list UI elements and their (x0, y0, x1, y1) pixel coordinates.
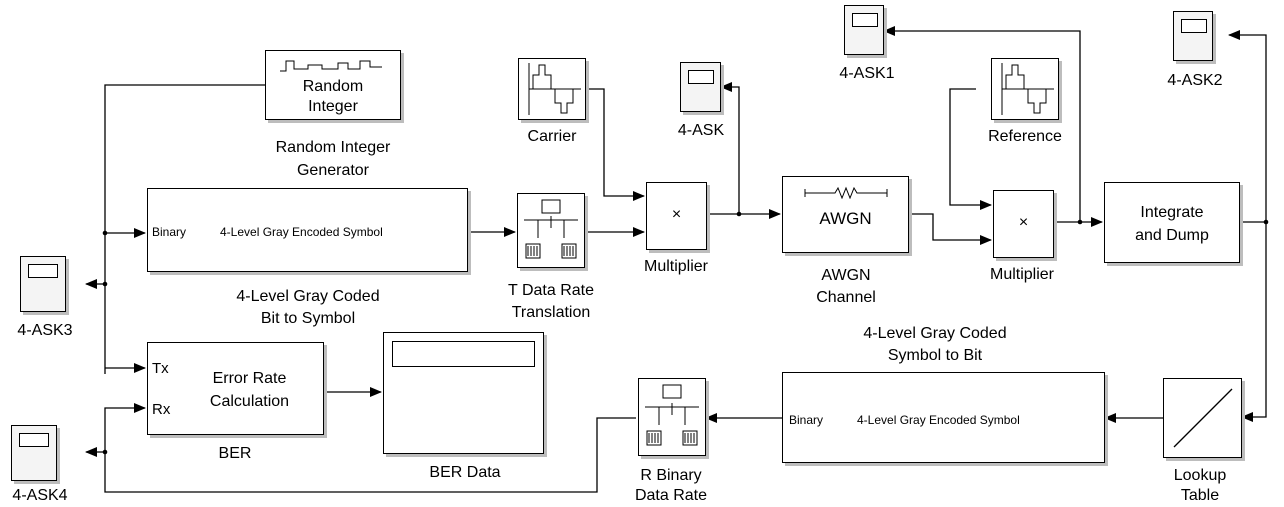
lookup-line-icon (1173, 388, 1233, 448)
ber-port-tx: Tx (152, 360, 169, 377)
scope-4ask4[interactable] (11, 425, 57, 481)
gray-decoder-block[interactable]: Binary 4-Level Gray Encoded Symbol (782, 372, 1105, 463)
multiplier2-symbol: × (1018, 214, 1029, 231)
noise-resistor-icon (804, 186, 888, 199)
random-integer-caption: Random Integer Generator (275, 139, 391, 179)
awgn-caption: AWGN Channel (816, 267, 876, 306)
ber-caption: BER (218, 445, 252, 462)
encoder-port-binary: Binary (152, 225, 187, 239)
scope-4ask1-caption: 4-ASK1 (839, 65, 895, 82)
reference-caption: Reference (988, 128, 1062, 145)
awgn-text: AWGN (819, 209, 872, 228)
gray-decoder-caption: 4-Level Gray Coded Symbol to Bit (863, 325, 1007, 364)
rate-transition-icon (524, 199, 578, 259)
multiplier2-caption: Multiplier (989, 266, 1054, 283)
multiplier1-symbol: × (671, 206, 682, 223)
scope-4ask3[interactable] (20, 256, 66, 312)
multiplier2-block[interactable]: × (993, 190, 1054, 258)
scope-screen-icon (28, 264, 58, 278)
integrate-dump-text: Integrate and Dump (1135, 204, 1209, 244)
random-integer-block[interactable]: Random Integer (265, 50, 401, 120)
t-rate-block[interactable] (517, 193, 585, 268)
scope-4ask[interactable] (680, 62, 721, 112)
random-signal-icon (280, 60, 382, 72)
scope-4ask2-caption: 4-ASK2 (1167, 72, 1223, 89)
error-rate-block[interactable]: Tx Rx Error Rate Calculation (147, 342, 324, 435)
wire-carrier-to-mult1 (586, 88, 645, 201)
multiplier1-block[interactable]: × (646, 182, 707, 250)
scope-4ask4-caption: 4-ASK4 (12, 487, 68, 504)
scope-screen-icon (1181, 19, 1207, 33)
ber-port-rx: Rx (152, 401, 171, 418)
ber-data-display[interactable] (383, 332, 544, 454)
error-rate-text: Error Rate Calculation (209, 370, 290, 410)
gray-encoder-block[interactable]: Binary 4-Level Gray Encoded Symbol (147, 188, 468, 272)
decoder-port-binary: Binary (789, 413, 824, 427)
reference-block[interactable] (991, 58, 1059, 120)
lookup-table-block[interactable] (1163, 378, 1242, 458)
display-field (392, 341, 535, 367)
sine-wave-icon (1001, 63, 1054, 115)
random-integer-text: Random Integer (302, 78, 364, 115)
scope-4ask1[interactable] (844, 5, 884, 55)
wire-ref-to-mult2 (949, 88, 992, 210)
r-rate-block[interactable] (638, 378, 706, 456)
scope-screen-icon (19, 433, 49, 447)
gray-encoder-caption: 4-Level Gray Coded Bit to Symbol (236, 288, 380, 327)
t-rate-caption: T Data Rate Translation (508, 282, 594, 321)
carrier-caption: Carrier (527, 128, 577, 145)
decoder-symbol-label: 4-Level Gray Encoded Symbol (857, 413, 1020, 427)
scope-4ask3-caption: 4-ASK3 (17, 322, 73, 339)
wire-awgn-to-mult2 (909, 213, 992, 245)
wire-rrate-to-ber-rx (104, 403, 636, 493)
scope-4ask2[interactable] (1173, 11, 1213, 61)
awgn-block[interactable]: AWGN (782, 176, 909, 253)
wire-to-4ask2 (1228, 30, 1267, 223)
sine-wave-icon (528, 63, 581, 115)
multiplier1-caption: Multiplier (643, 258, 708, 275)
carrier-block[interactable] (518, 58, 586, 120)
wire-to-lookup (1241, 222, 1267, 422)
wire-to-4ask1 (883, 26, 1081, 222)
scope-screen-icon (852, 13, 878, 27)
integrate-dump-block[interactable]: Integrate and Dump (1104, 182, 1240, 263)
lookup-table-caption: Lookup Table (1173, 467, 1227, 504)
ber-data-caption: BER Data (429, 464, 501, 481)
scope-4ask-caption: 4-ASK (677, 122, 725, 139)
wire-to-4ask (720, 82, 740, 214)
wire-random-integer-trunk (104, 84, 265, 374)
r-rate-caption: R Binary Data Rate (634, 467, 708, 504)
scope-screen-icon (688, 70, 714, 84)
encoder-symbol-label: 4-Level Gray Encoded Symbol (220, 225, 383, 239)
rate-transition-icon (645, 384, 699, 446)
